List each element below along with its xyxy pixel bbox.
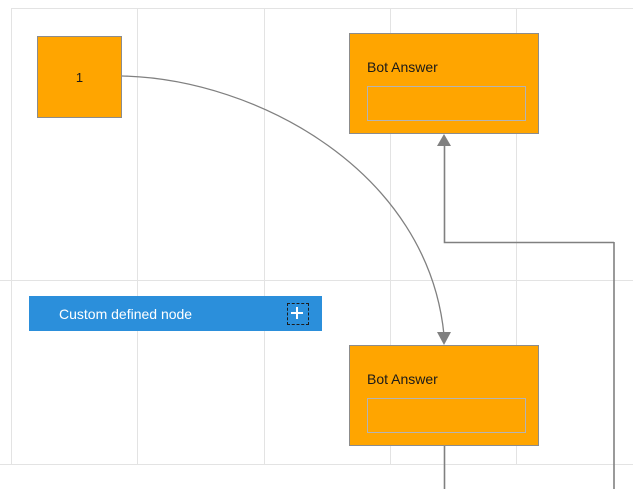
node-1[interactable]: 1 <box>37 36 122 118</box>
node-title: Bot Answer <box>367 371 438 387</box>
palette-item-label: Custom defined node <box>59 305 193 322</box>
plus-icon[interactable] <box>287 302 309 325</box>
arrowhead-up-icon <box>437 134 451 146</box>
edge-node1-to-bot-bottom[interactable] <box>121 75 445 336</box>
node-bot-answer-top[interactable]: Bot Answer <box>349 33 539 134</box>
node-answer-field[interactable] <box>367 398 526 433</box>
edge-bot-bottom-to-bot-top[interactable] <box>443 146 615 244</box>
node-index-label: 1 <box>75 69 84 85</box>
arrowhead-down-icon <box>437 332 451 345</box>
node-answer-field[interactable] <box>367 86 526 121</box>
node-bot-answer-bottom[interactable]: Bot Answer <box>349 345 539 446</box>
node-title: Bot Answer <box>367 59 438 75</box>
palette-item-custom-defined-node[interactable]: Custom defined node <box>29 296 322 331</box>
